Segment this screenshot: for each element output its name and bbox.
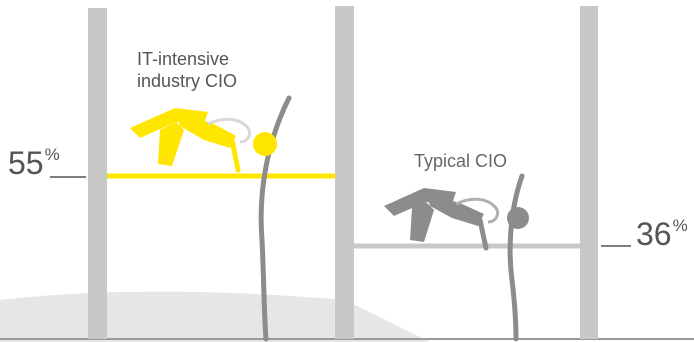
stat-36-unit: %: [672, 216, 688, 235]
label-typical-cio: Typical CIO: [414, 151, 507, 173]
post-right: [580, 6, 598, 339]
label-it-intensive: IT-intensive industry CIO: [137, 49, 237, 92]
athlete-icon-gray: [384, 188, 529, 251]
stat-36-value: 36: [636, 216, 672, 252]
vault-pole-gray: [507, 173, 525, 342]
label-typical-cio-text: Typical CIO: [414, 151, 508, 171]
vault-pole-yellow: [258, 95, 292, 342]
ground-hill: [0, 291, 430, 342]
post-middle: [335, 6, 354, 339]
stat-55-value: 55: [8, 145, 44, 181]
label-it-intensive-line1: IT-intensive: [137, 49, 230, 69]
athlete-icon-yellow: [130, 108, 277, 173]
stat-55-percent: 55%: [8, 145, 60, 181]
stat-36-percent: 36%: [636, 216, 688, 252]
label-it-intensive-line2: industry CIO: [137, 70, 238, 91]
stat-55-unit: %: [44, 145, 60, 164]
post-left: [88, 8, 107, 339]
